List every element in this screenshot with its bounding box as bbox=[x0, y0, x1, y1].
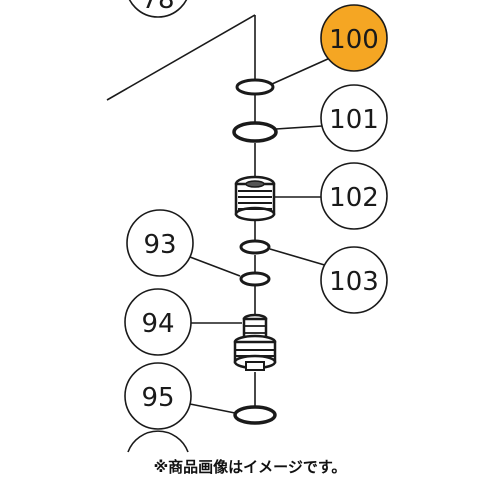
callout-100-label: 100 bbox=[329, 25, 379, 55]
callout-100: 100 bbox=[320, 4, 388, 72]
o-ring-103 bbox=[239, 239, 271, 255]
callout-78: 78 bbox=[128, 0, 188, 18]
o-ring-93 bbox=[239, 271, 271, 287]
callout-94-label: 94 bbox=[141, 309, 174, 339]
callout-78-label: 78 bbox=[141, 0, 174, 15]
o-ring-101 bbox=[232, 121, 278, 143]
leader-103 bbox=[269, 248, 329, 267]
callout-93: 93 bbox=[126, 209, 194, 277]
o-ring-95 bbox=[233, 405, 277, 425]
valve-body-94 bbox=[233, 313, 277, 371]
callout-102-label: 102 bbox=[329, 183, 379, 213]
o-ring-100 bbox=[235, 78, 275, 96]
image-disclaimer-note: ※商品画像はイメージです。 bbox=[153, 458, 347, 476]
callout-102: 102 bbox=[320, 162, 388, 230]
callout-95-label: 95 bbox=[141, 383, 174, 413]
callout-95: 95 bbox=[124, 362, 192, 430]
callout-103-label: 103 bbox=[329, 267, 379, 297]
callout-101-label: 101 bbox=[329, 105, 379, 135]
callout-93-label: 93 bbox=[143, 230, 176, 260]
callout-94: 94 bbox=[124, 288, 192, 356]
threaded-fitting-102 bbox=[234, 175, 276, 222]
leader-101 bbox=[275, 125, 323, 130]
leader-95 bbox=[189, 403, 236, 414]
leader-78 bbox=[106, 14, 256, 101]
callout-partial-bottom bbox=[127, 430, 189, 453]
leader-93 bbox=[189, 256, 241, 277]
callout-101: 101 bbox=[320, 84, 388, 152]
callout-103: 103 bbox=[320, 246, 388, 314]
leader-100 bbox=[271, 57, 331, 85]
